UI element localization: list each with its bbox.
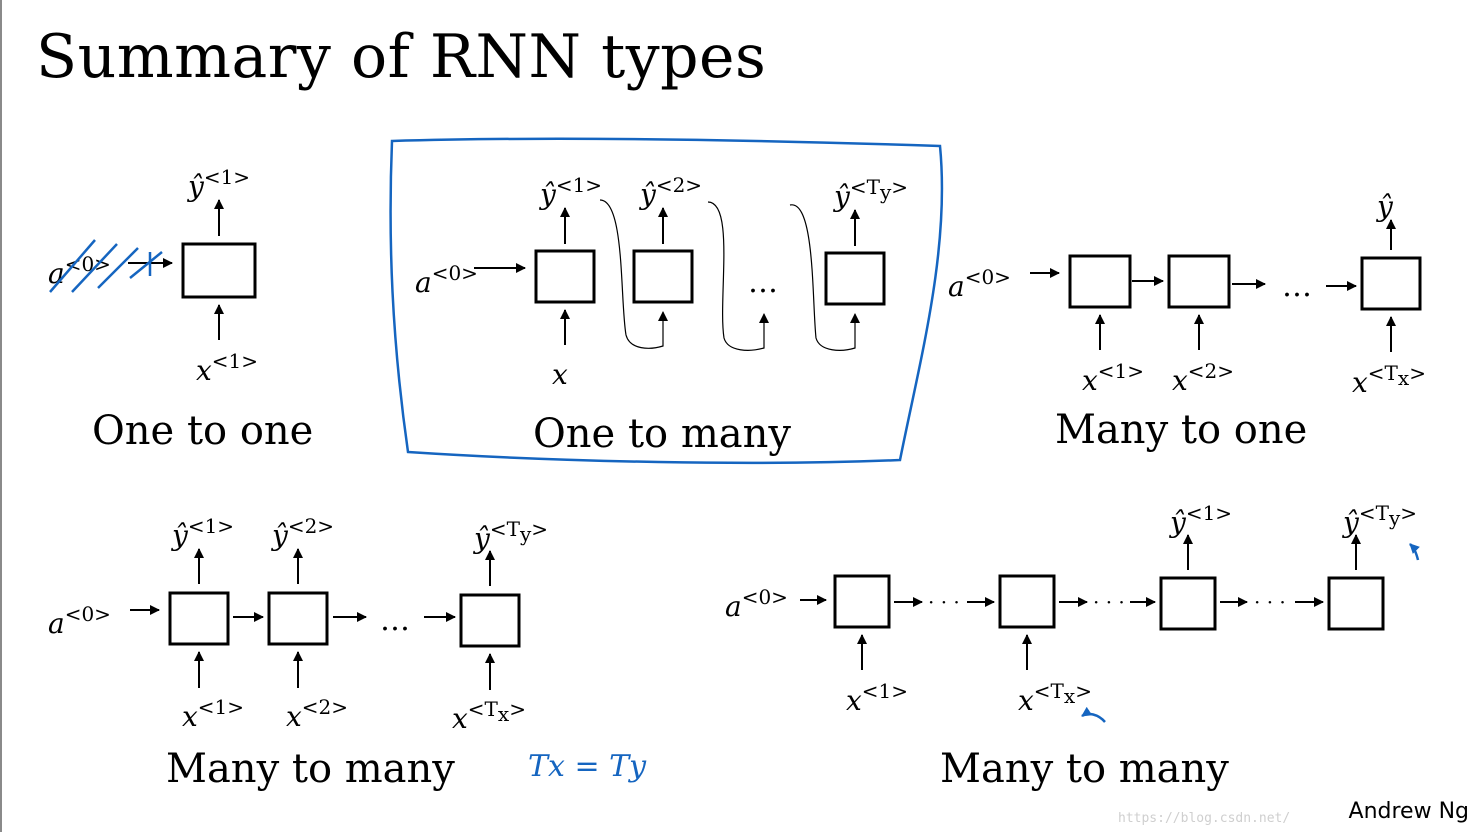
ellipsis: … [1282,269,1312,304]
tx-equals-ty-annotation: Tx = Ty [528,749,647,784]
yTy-label: ŷ<Ty> [832,175,908,213]
rnn-cell [534,249,596,304]
y1-label: ŷ<1> [538,173,602,211]
diagram-one-to-many: … ŷ<1> ŷ<2> ŷ<Ty> a<0> x One to many [389,137,944,465]
a0-label: a<0> [48,252,111,290]
caption-one-to-many: One to many [533,411,791,457]
x1-label: x<1> [182,695,244,733]
pointer-annotation [1409,543,1420,561]
feedback-arrow [707,201,769,351]
author-credit: Andrew Ng [1348,799,1469,824]
y-label: ŷ<1> [186,165,250,203]
strike-out-annotation [49,239,163,293]
y1-label: ŷ<1> [1168,501,1232,539]
y2-label: ŷ<2> [270,514,334,552]
rnn-cell [1068,254,1132,309]
rnn-cell [833,574,891,629]
caption-one-to-one: One to one [92,408,313,454]
watermark: https://blog.csdn.net/ [1118,811,1291,826]
ellipsis: · · · [1254,590,1286,614]
rnn-cell [168,591,230,646]
y-label: ŷ [1375,190,1394,223]
slide-title: Summary of RNN types [36,22,767,92]
ellipsis: … [380,603,410,638]
ellipsis: · · · [928,590,960,614]
x1-label: x<1> [1082,359,1144,397]
rnn-cell [632,249,694,304]
caption-many-to-many-encdec: Many to many [940,746,1229,792]
y1-label: ŷ<1> [170,514,234,552]
a0-label: a<0> [725,585,788,623]
y2-label: ŷ<2> [638,173,702,211]
x2-label: x<2> [1172,359,1234,397]
a0-label: a<0> [415,261,478,299]
x-label: x<1> [196,349,258,387]
rnn-cell [1167,254,1231,309]
a0-label: a<0> [948,265,1011,303]
yTy-label: ŷ<Ty> [472,517,548,555]
hand-drawn-highlight-box [389,137,944,465]
x2-label: x<2> [286,695,348,733]
rnn-cell [459,593,521,648]
xTx-label: x<Tx> [1352,361,1426,399]
feedback-arrow [789,204,860,351]
rnn-cell [1159,576,1217,631]
diagram-one-to-one: ŷ<1> x<1> a<0> One to one [48,165,313,454]
diagram-many-to-many-equal: … ŷ<1> ŷ<2> ŷ<Ty> a<0> x<1> x<2> x<Tx> M… [48,514,647,792]
rnn-cell [824,251,886,306]
xTx-label: x<Tx> [1018,679,1092,717]
caption-many-to-one: Many to one [1055,407,1307,453]
ellipsis: … [748,265,778,300]
diagram-many-to-many-encdec: · · · · · · · · · ŷ<1> ŷ<Ty> a<0> x<1> x… [725,501,1420,792]
yTy-label: ŷ<Ty> [1341,501,1417,539]
diagram-many-to-one: … ŷ a<0> x<1> x<2> x<Tx> Many to one [948,190,1426,453]
pointer-annotation [1081,706,1106,723]
slide-left-border [0,0,2,832]
rnn-cell [998,574,1056,629]
a0-label: a<0> [48,602,111,640]
rnn-cell [1327,576,1385,631]
x-label: x [552,358,568,391]
xTx-label: x<Tx> [452,697,526,735]
ellipsis: · · · [1093,590,1125,614]
rnn-cell [267,591,329,646]
caption-many-to-many-equal: Many to many [166,746,455,792]
feedback-arrow [599,199,668,349]
rnn-cell [181,242,257,299]
x1-label: x<1> [846,679,908,717]
rnn-cell [1360,256,1422,311]
